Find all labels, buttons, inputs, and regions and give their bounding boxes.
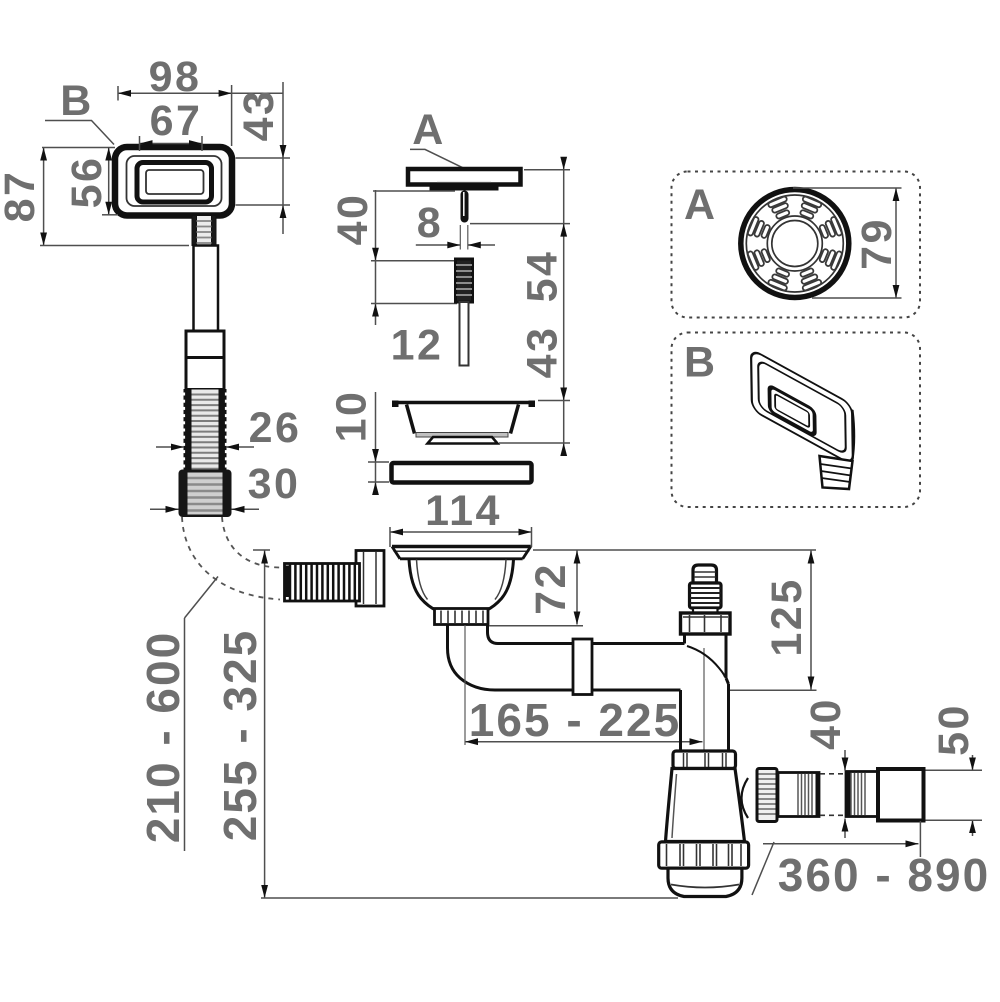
svg-text:54: 54 xyxy=(519,250,567,303)
svg-text:40: 40 xyxy=(329,193,377,246)
svg-text:72: 72 xyxy=(527,562,575,615)
svg-text:A: A xyxy=(412,106,446,154)
svg-text:10: 10 xyxy=(328,390,376,443)
svg-text:87: 87 xyxy=(0,170,44,223)
svg-text:B: B xyxy=(684,339,718,387)
svg-text:30: 30 xyxy=(248,460,301,508)
svg-text:79: 79 xyxy=(853,217,901,270)
svg-text:50: 50 xyxy=(930,703,978,756)
svg-text:360 - 890: 360 - 890 xyxy=(778,849,990,901)
svg-text:67: 67 xyxy=(150,97,203,145)
svg-text:26: 26 xyxy=(249,404,302,452)
svg-text:56: 56 xyxy=(63,156,111,209)
svg-text:8: 8 xyxy=(417,199,443,247)
svg-text:A: A xyxy=(684,181,718,229)
svg-text:125: 125 xyxy=(763,577,811,656)
svg-text:43: 43 xyxy=(519,326,567,379)
svg-text:255 - 325: 255 - 325 xyxy=(214,629,266,841)
svg-text:B: B xyxy=(60,77,94,125)
svg-text:12: 12 xyxy=(391,322,444,370)
svg-text:40: 40 xyxy=(802,697,850,750)
svg-text:43: 43 xyxy=(235,89,283,142)
svg-text:114: 114 xyxy=(425,487,502,535)
svg-text:165 - 225: 165 - 225 xyxy=(469,694,681,746)
svg-text:210 - 600: 210 - 600 xyxy=(137,631,189,843)
